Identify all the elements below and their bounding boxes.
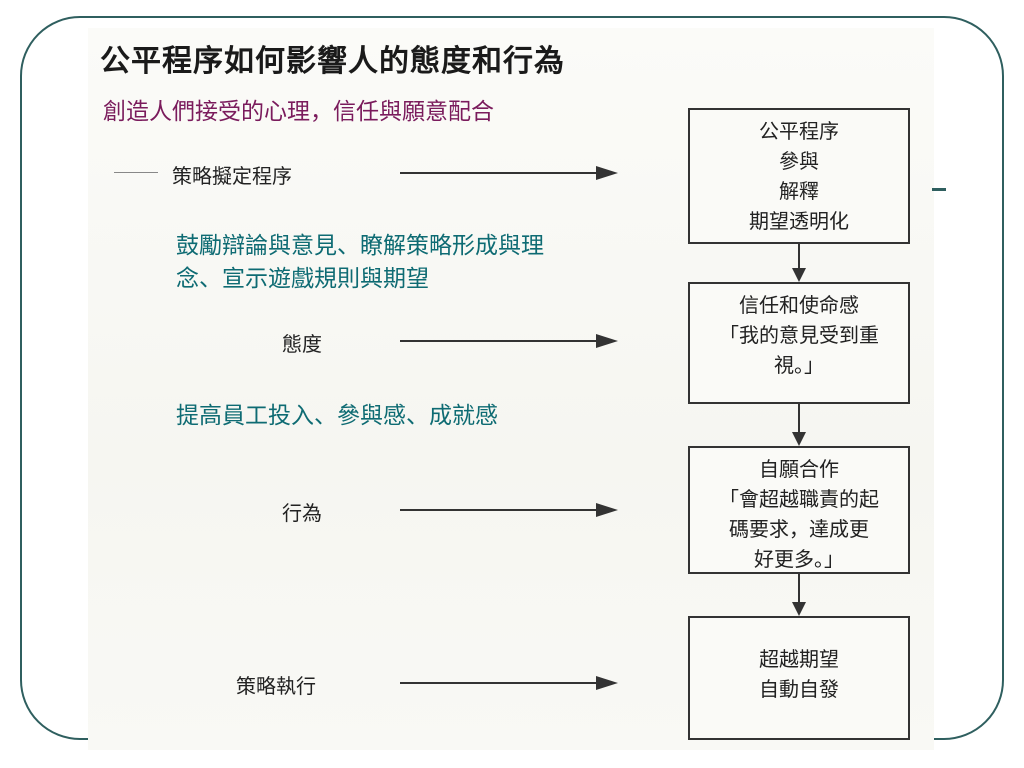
box-fair-process: 公平程序 參與 解釋 期望透明化 bbox=[688, 108, 910, 244]
note-line: 鼓勵辯論與意見、瞭解策略形成與理 bbox=[176, 233, 544, 259]
box-voluntary-cooperation: 自願合作 「會超越職責的起 碼要求，達成更 好更多。」 bbox=[688, 446, 910, 574]
box-exceed-expectations: 超越期望 自動自發 bbox=[688, 616, 910, 740]
box-line: 碼要求，達成更 bbox=[729, 517, 869, 541]
stage-label-execution: 策略執行 bbox=[236, 674, 316, 698]
box-line: 自願合作 bbox=[759, 457, 839, 481]
decorative-dash bbox=[932, 188, 946, 191]
note-debate: 鼓勵辯論與意見、瞭解策略形成與理 念、宣示遊戲規則與期望 bbox=[176, 230, 544, 296]
stage-tick bbox=[114, 172, 158, 173]
box-line: 超越期望 bbox=[759, 647, 839, 671]
box-line: 自動自發 bbox=[759, 677, 839, 701]
stage-label-attitude: 態度 bbox=[282, 332, 322, 356]
box-trust-commitment: 信任和使命感 「我的意見受到重 視。」 bbox=[688, 282, 910, 404]
slide-subtitle: 創造人們接受的心理，信任與願意配合 bbox=[103, 99, 494, 125]
box-line: 解釋 bbox=[779, 179, 819, 203]
slide-title: 公平程序如何影響人的態度和行為 bbox=[100, 44, 565, 79]
stage-label-behavior: 行為 bbox=[282, 501, 322, 525]
box-line: 視。」 bbox=[774, 353, 824, 377]
arrow-to-fair-process bbox=[400, 166, 620, 180]
arrow-to-cooperation bbox=[400, 503, 620, 517]
box-line: 期望透明化 bbox=[749, 209, 849, 233]
box-line: 參與 bbox=[779, 149, 819, 173]
box-line: 信任和使命感 bbox=[739, 293, 859, 317]
note-engagement: 提高員工投入、參與感、成就感 bbox=[176, 400, 498, 433]
arrow-to-trust bbox=[400, 334, 620, 348]
note-line: 念、宣示遊戲規則與期望 bbox=[176, 266, 429, 292]
box-line: 好更多。」 bbox=[754, 547, 844, 571]
box-line: 「我的意見受到重 bbox=[719, 323, 879, 347]
arrow-to-exceed bbox=[400, 676, 620, 690]
box-line: 公平程序 bbox=[759, 119, 839, 143]
stage-label-formulation: 策略擬定程序 bbox=[172, 164, 292, 188]
note-line: 提高員工投入、參與感、成就感 bbox=[176, 403, 498, 429]
box-line: 「會超越職責的起 bbox=[719, 487, 879, 511]
